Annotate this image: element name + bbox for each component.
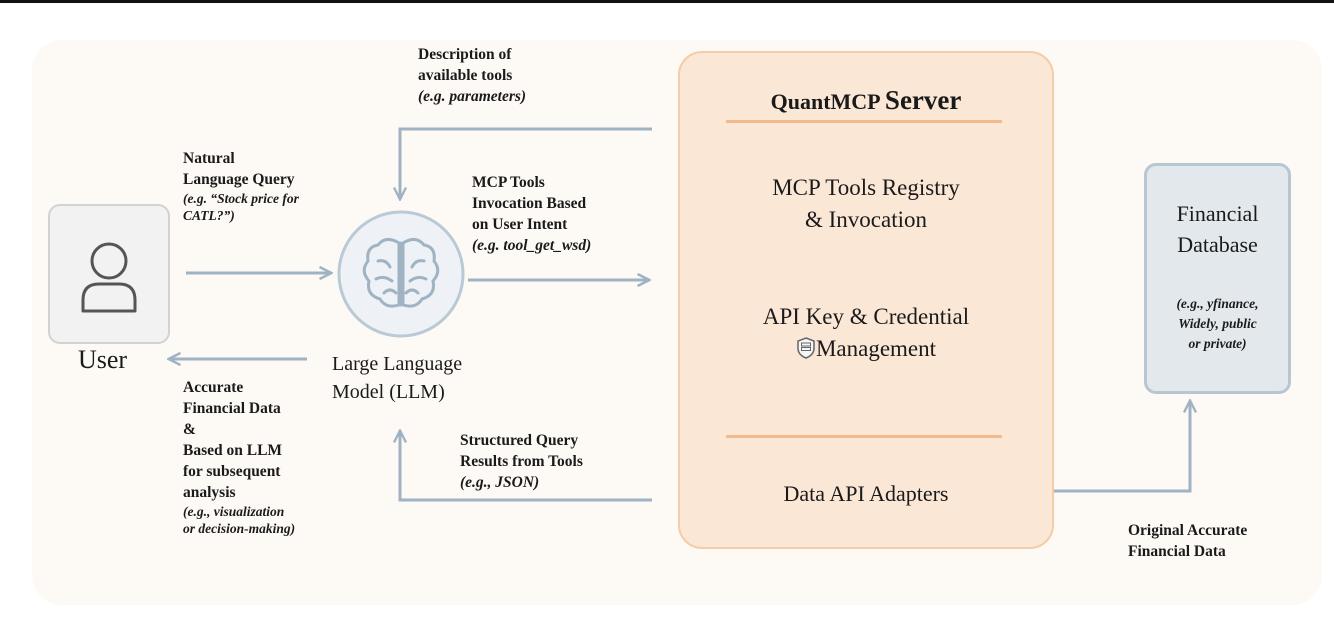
accurate-line5: for subsequent <box>183 463 281 480</box>
user-box <box>48 204 170 344</box>
accurate-line6: analysis <box>183 484 236 501</box>
database-title-line2: Database <box>1177 232 1258 257</box>
database-title-line1: Financial <box>1176 201 1259 226</box>
invocation-line2: Invocation Based <box>472 195 587 212</box>
database-examples-line3: or private) <box>1188 336 1247 351</box>
user-icon <box>81 242 137 313</box>
accurate-line1: Accurate <box>183 379 244 396</box>
invocation-label: MCP Tools Invocation Based on User Inten… <box>472 172 591 256</box>
registry-block: MCP Tools Registry & Invocation <box>680 172 1052 236</box>
database-examples-line1: (e.g., yfinance, <box>1176 296 1259 311</box>
original-line2: Financial Data <box>1128 543 1226 560</box>
query-line2: Language Query <box>183 171 295 188</box>
tools-description-line2: available tools <box>418 67 513 84</box>
tools-description-line1: Description of <box>418 46 512 63</box>
original-line1: Original Accurate <box>1128 522 1248 539</box>
invocation-line1: MCP Tools <box>472 174 545 191</box>
original-data-label: Original Accurate Financial Data <box>1128 520 1247 562</box>
apikey-line2: Management <box>815 336 937 361</box>
query-line3: (e.g. “Stock price for <box>183 191 299 206</box>
brain-icon <box>337 210 465 338</box>
adapters-label: Data API Adapters <box>783 481 949 506</box>
accurate-line4: Based on LLM <box>183 442 283 459</box>
results-arrow <box>400 432 652 502</box>
apikey-line2-row: Management <box>680 333 1052 365</box>
registry-line1: MCP Tools Registry <box>772 175 960 200</box>
user-label: User <box>78 345 128 374</box>
llm-label: Large Language Model (LLM) <box>332 350 462 406</box>
server-divider-bottom <box>726 435 1002 438</box>
server-title: QuantMCP Server <box>680 85 1052 116</box>
apikey-line1: API Key & Credential <box>762 304 970 329</box>
query-line4: CATL?”) <box>183 208 235 223</box>
shield-server-icon <box>797 337 815 359</box>
accurate-line2: Financial Data <box>183 400 281 417</box>
tools-description-arrow <box>400 127 652 198</box>
tools-description-line3: (e.g. parameters) <box>418 88 527 105</box>
server-title-word: Server <box>884 85 962 115</box>
structured-line2: Results from Tools <box>460 453 583 470</box>
quantmcp-server-box: QuantMCP Server MCP Tools Registry & Inv… <box>678 51 1054 549</box>
financial-database-box: Financial Database (e.g., yfinance, Wide… <box>1144 163 1291 394</box>
invocation-line4: (e.g. tool_get_wsd) <box>472 237 592 254</box>
invocation-line3: on User Intent <box>472 216 568 233</box>
accurate-line8: or decision-making) <box>183 521 296 536</box>
accurate-data-label: Accurate Financial Data & Based on LLM f… <box>183 377 295 537</box>
query-label: Natural Language Query (e.g. “Stock pric… <box>183 148 299 224</box>
query-line1: Natural <box>183 150 235 167</box>
database-title: Financial Database <box>1147 198 1288 260</box>
server-title-name: QuantMCP <box>770 89 880 114</box>
structured-line1: Structured Query <box>460 432 579 449</box>
llm-label-line2: Model (LLM) <box>332 381 445 403</box>
top-rule <box>0 0 1334 3</box>
credential-block: API Key & Credential Management <box>680 301 1052 365</box>
registry-line2: & Invocation <box>805 207 927 232</box>
accurate-line7: (e.g., visualization <box>183 504 285 519</box>
tools-description-label: Description of available tools (e.g. par… <box>418 44 526 107</box>
structured-results-label: Structured Query Results from Tools (e.g… <box>460 430 583 493</box>
structured-line3: (e.g., JSON) <box>460 474 540 491</box>
llm-label-line1: Large Language <box>332 353 463 375</box>
accurate-line3: & <box>183 421 196 438</box>
server-divider-top <box>726 120 1002 123</box>
database-examples: (e.g., yfinance, Widely, public or priva… <box>1147 294 1288 354</box>
database-link <box>1020 402 1190 491</box>
database-examples-line2: Widely, public <box>1178 316 1257 331</box>
diagram-background <box>32 40 1322 605</box>
